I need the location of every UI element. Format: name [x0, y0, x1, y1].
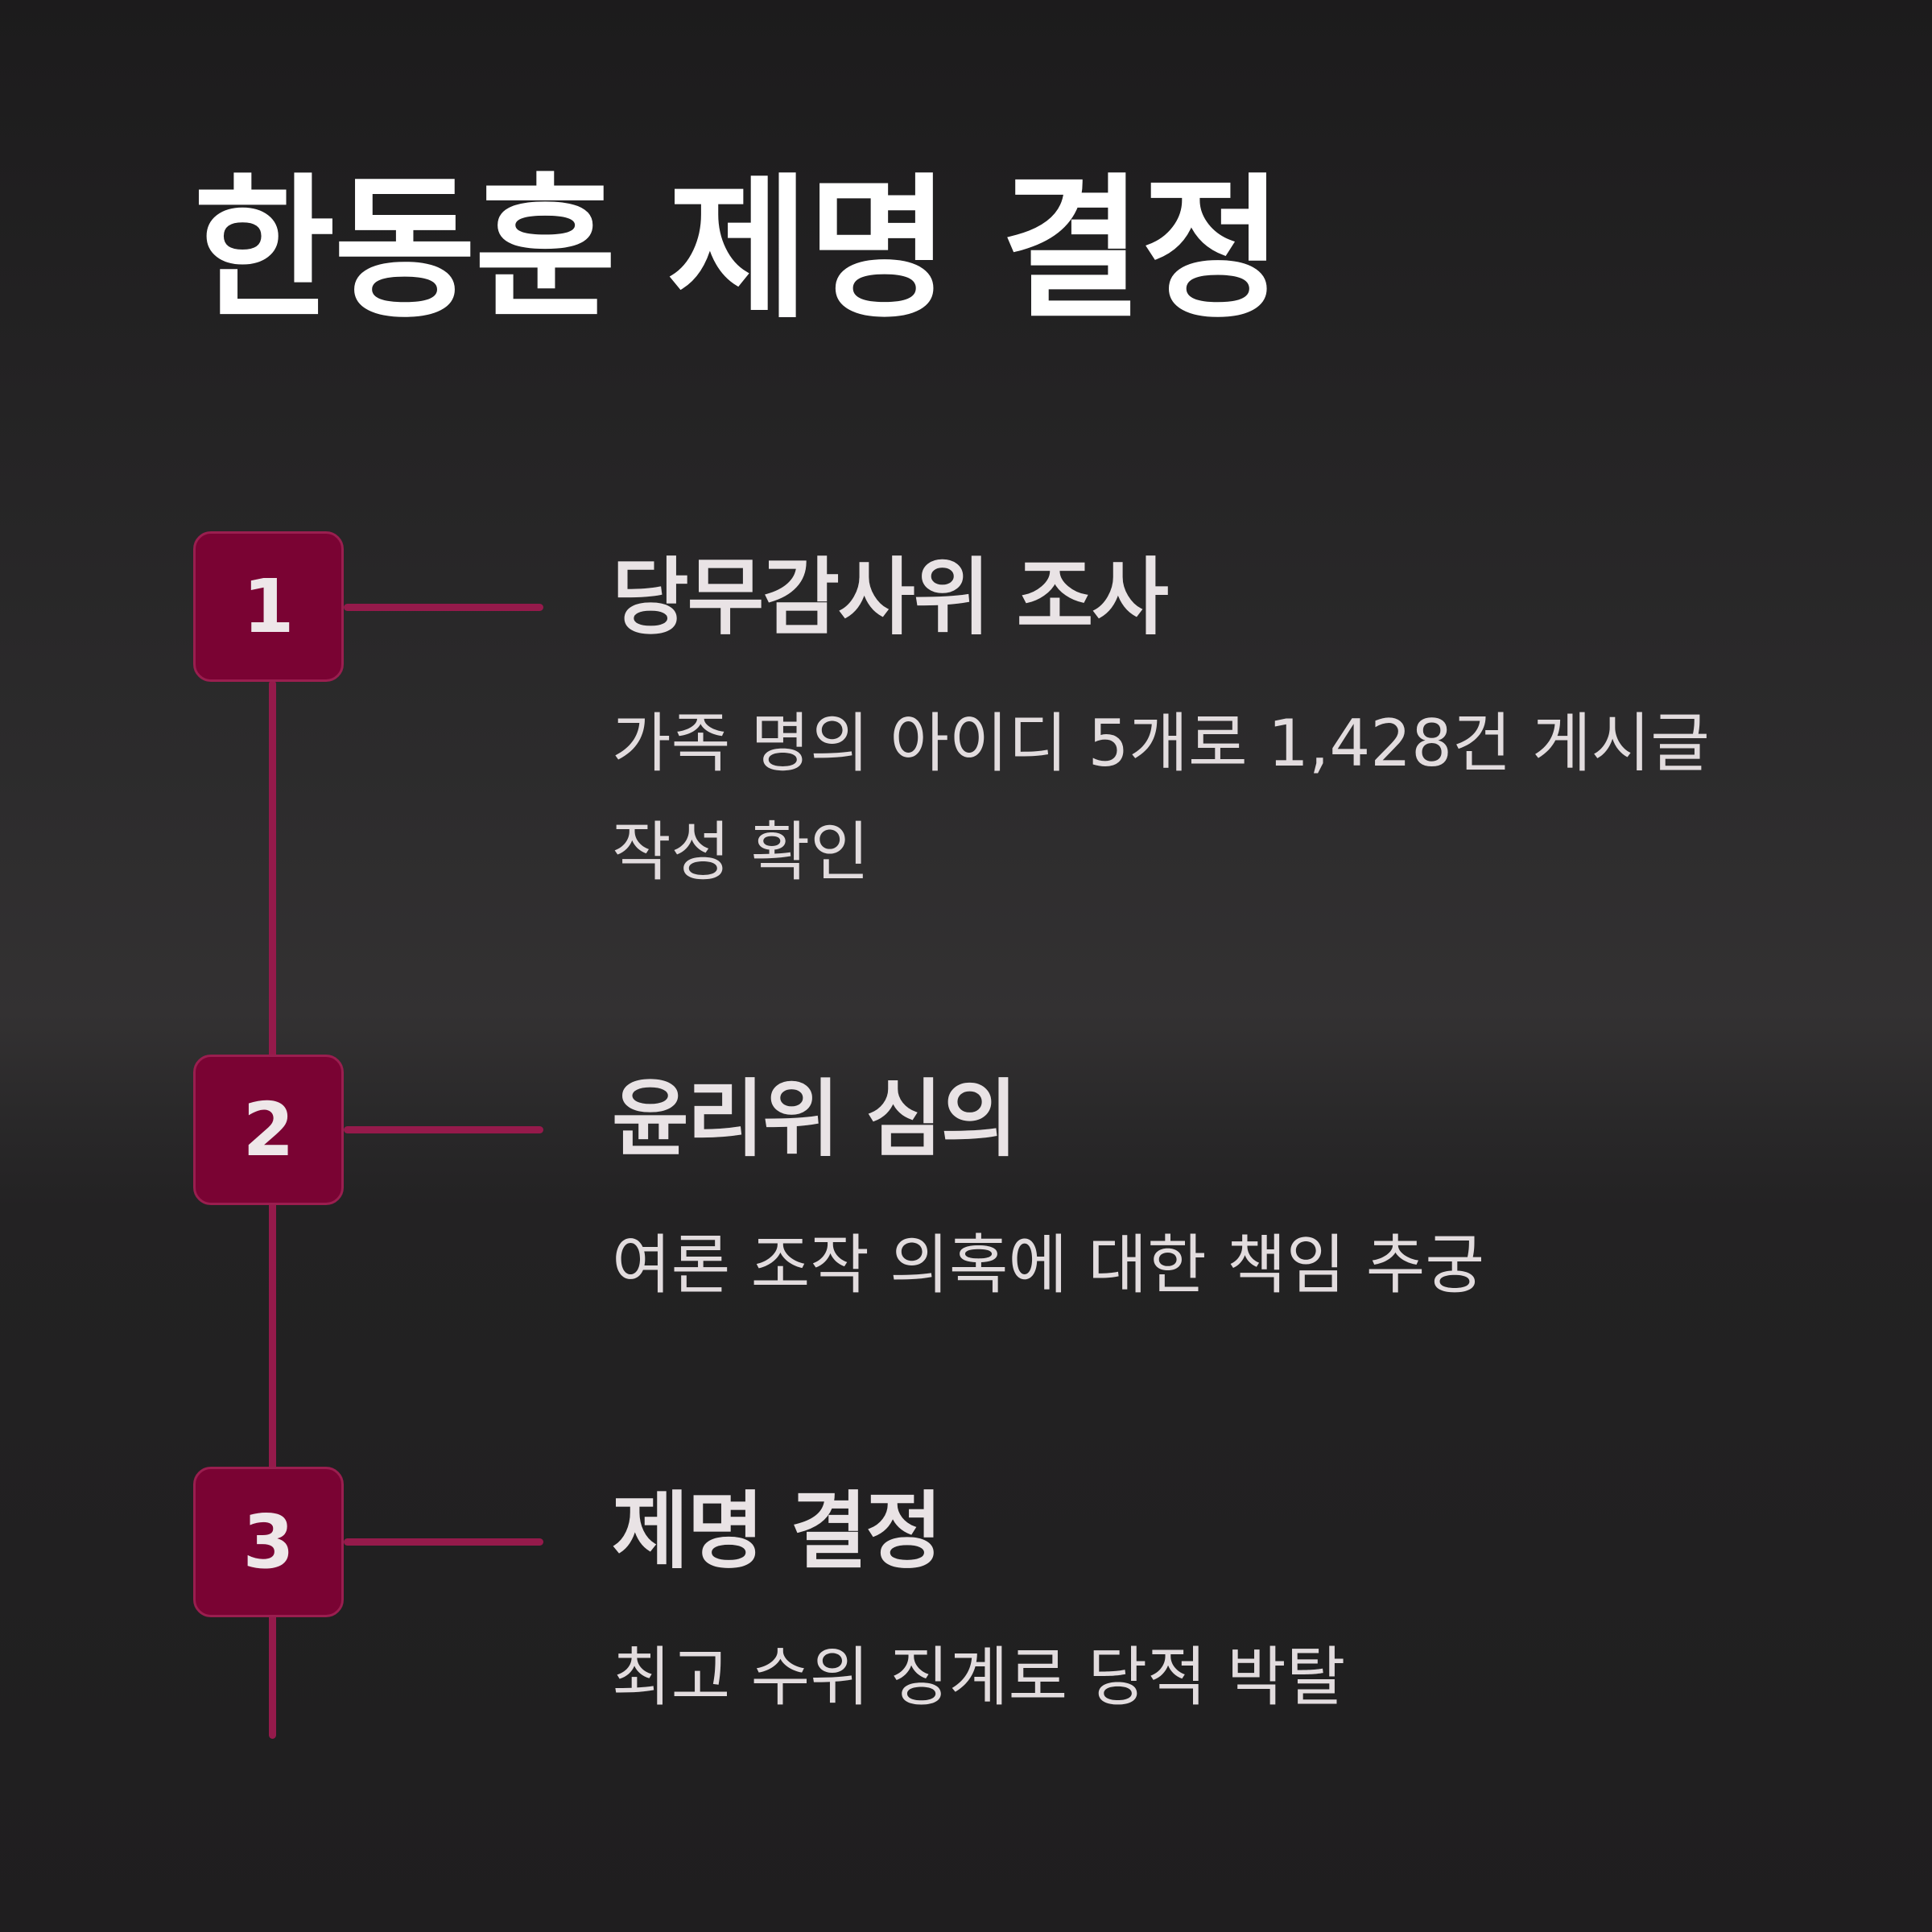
step-connector-2	[344, 1126, 543, 1133]
step-connector-1	[344, 604, 543, 611]
step-description-3: 최고 수위 징계로 당적 박탈	[612, 1640, 1346, 1715]
page-title: 한동훈 제명 결정	[193, 160, 1283, 340]
timeline-line	[269, 680, 276, 1739]
step-connector-3	[344, 1538, 543, 1546]
step-number-badge-1: 1	[193, 531, 344, 682]
step-number-badge-2: 2	[193, 1055, 344, 1205]
step-title-2: 윤리위 심의	[612, 1070, 1018, 1168]
step-description-2: 여론 조작 의혹에 대한 책임 추궁	[612, 1228, 1484, 1302]
step-title-3: 제명 결정	[612, 1482, 943, 1580]
step-number-badge-3: 3	[193, 1467, 344, 1617]
step-description-1: 가족 명의 아이디 5개로 1,428건 게시글 작성 확인	[612, 706, 1710, 890]
step-title-1: 당무감사위 조사	[612, 548, 1169, 646]
